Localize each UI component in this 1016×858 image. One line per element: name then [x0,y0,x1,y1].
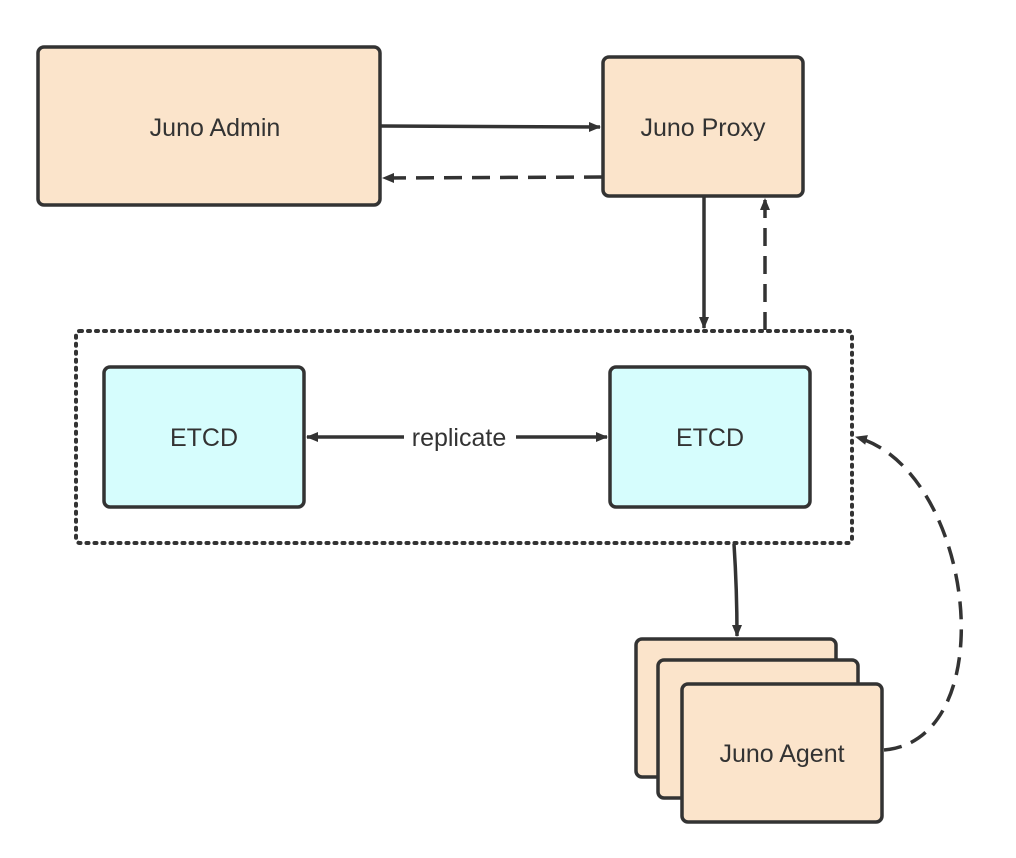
juno-agent-label: Juno Agent [719,740,844,768]
juno-proxy-label: Juno Proxy [640,114,766,142]
etcd-left-node: ETCD [102,365,306,509]
agent-to-etcd-dashed-arrow [855,435,964,752]
etcd-to-agent-arrow [731,543,742,637]
juno-agent-card-front [680,682,884,824]
etcd-left-label: ETCD [170,424,238,452]
etcd-right-node: ETCD [608,365,812,509]
admin-to-proxy-arrow [380,121,601,132]
etcd-right-label: ETCD [676,424,744,452]
proxy-to-admin-dashed-arrow [382,172,603,183]
replicate-label: replicate [412,424,507,452]
juno-admin-node: Juno Admin [36,45,382,207]
juno-admin-label: Juno Admin [150,114,281,142]
etcd-cluster-container [74,329,854,545]
juno-proxy-node: Juno Proxy [601,55,805,198]
juno-agent-stack: Juno Agent [634,637,884,824]
